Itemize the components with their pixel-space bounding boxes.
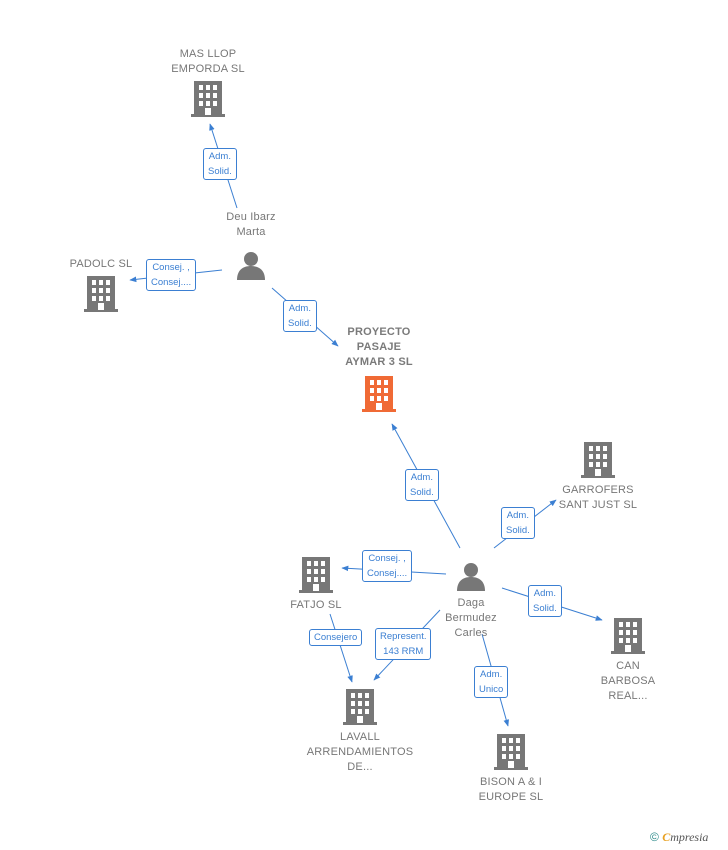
edge-label-e3[interactable]: Adm.Solid. xyxy=(283,300,317,332)
building-icon xyxy=(581,442,615,478)
node-fatjo[interactable]: FATJO SL xyxy=(266,557,366,613)
person-icon xyxy=(457,563,485,591)
edge-label-e10[interactable]: Adm.Unico xyxy=(474,666,509,698)
node-padolc[interactable]: PADOLC SL xyxy=(51,257,151,317)
edge-e9 xyxy=(329,613,353,683)
edge-label-e9[interactable]: Consejero xyxy=(309,629,363,646)
footer-brand: © Cmpresia xyxy=(650,830,708,845)
building-icon xyxy=(343,689,377,725)
node-mas-llop-emporda[interactable]: MAS LLOP EMPORDA SL xyxy=(148,47,268,122)
person-icon xyxy=(237,252,265,280)
node-daga-bermudez-carles[interactable]: Daga Bermudez Carles xyxy=(426,561,516,641)
building-icon xyxy=(84,276,118,312)
node-bison-europe[interactable]: BISON A & I EUROPE SL xyxy=(461,734,561,805)
node-deu-ibarz-marta[interactable]: Deu Ibarz Marta xyxy=(201,210,301,285)
building-icon xyxy=(611,618,645,654)
edge-label-e6[interactable]: Consej. ,Consej.... xyxy=(362,550,413,582)
building-icon xyxy=(299,557,333,593)
node-garrofers-sant-just[interactable]: GARROFERS SANT JUST SL xyxy=(538,442,658,513)
building-icon xyxy=(362,376,396,412)
edge-label-e4[interactable]: Adm.Solid. xyxy=(405,469,439,501)
node-proyecto-pasaje-aymar[interactable]: PROYECTO PASAJE AYMAR 3 SL xyxy=(319,325,439,417)
node-lavall-arrendamientos[interactable]: LAVALL ARRENDAMIENTOS DE... xyxy=(300,689,420,775)
copyright-icon: © xyxy=(650,830,659,844)
building-icon xyxy=(191,81,225,117)
edge-label-e1[interactable]: Adm.Solid. xyxy=(203,148,237,180)
edge-label-e5[interactable]: Adm.Solid. xyxy=(501,507,535,539)
edge-label-e2[interactable]: Consej. ,Consej.... xyxy=(146,259,197,291)
brand-logo: Cmpresia xyxy=(662,830,709,844)
node-can-barbosa-real[interactable]: CAN BARBOSA REAL... xyxy=(588,618,668,704)
edge-label-e7[interactable]: Adm.Solid. xyxy=(528,585,562,617)
edge-label-e8[interactable]: Represent.143 RRM xyxy=(375,628,432,660)
building-icon xyxy=(494,734,528,770)
